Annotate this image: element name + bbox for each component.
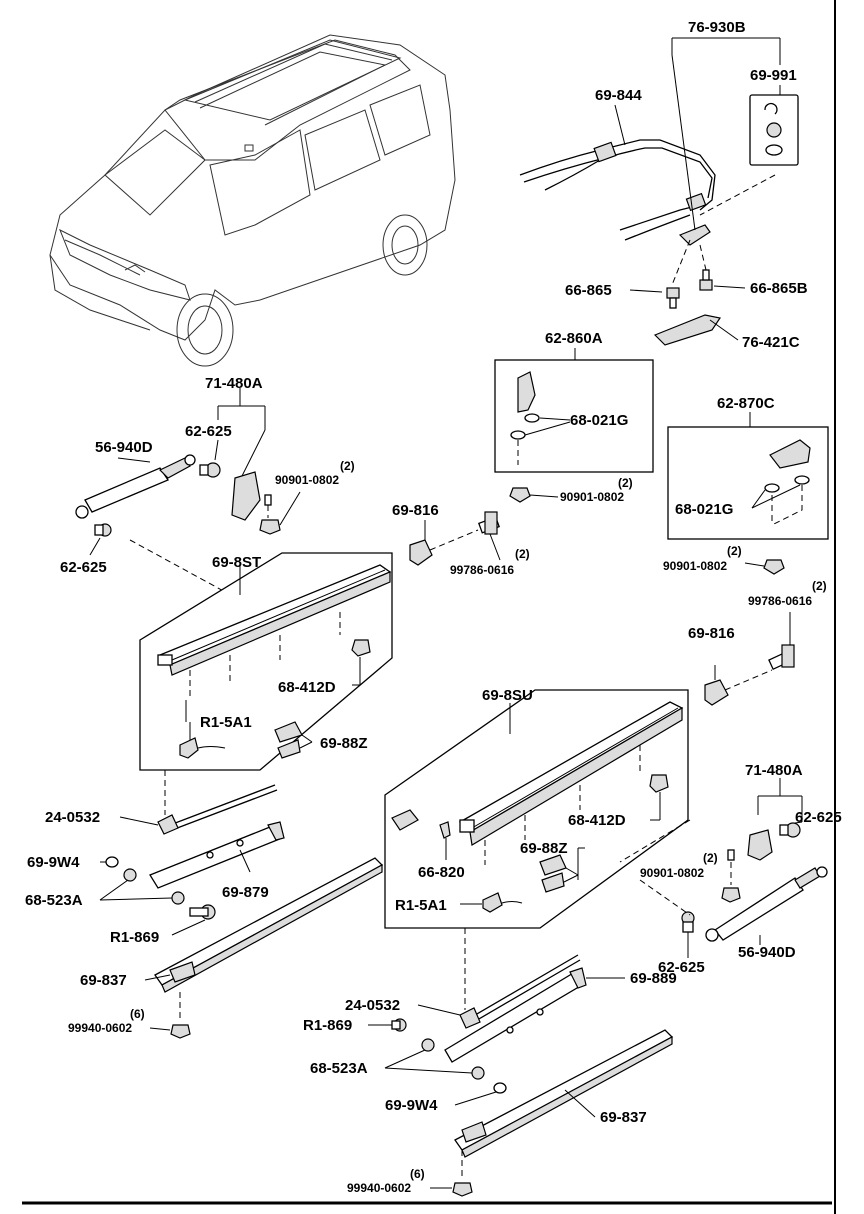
part-62-860A-box bbox=[494, 348, 654, 503]
label-76-421C: 76-421C bbox=[742, 334, 800, 351]
label-68-523A-b: 68-523A bbox=[310, 1060, 368, 1077]
roof-rail-group bbox=[519, 37, 799, 346]
hinge-group-upper bbox=[75, 388, 301, 601]
label-90901-0802-d: 90901-0802 bbox=[640, 866, 704, 880]
label-71-480A-b: 71-480A bbox=[745, 762, 803, 779]
label-62-860A: 62-860A bbox=[545, 330, 603, 347]
label-90901-0802-b: 90901-0802 bbox=[663, 559, 727, 573]
label-69-837-a: 69-837 bbox=[80, 972, 127, 989]
hinge-group-lower bbox=[639, 778, 828, 958]
label-62-625-d: 62-625 bbox=[658, 959, 705, 976]
label-66-820: 66-820 bbox=[418, 864, 465, 881]
label-71-480A-a: 71-480A bbox=[205, 375, 263, 392]
qty-99940-0602-a: (6) bbox=[130, 1007, 145, 1021]
part-69-816-upper bbox=[409, 511, 501, 566]
label-99940-0602-a: 99940-0602 bbox=[68, 1021, 132, 1035]
label-68-021G-a: 68-021G bbox=[570, 412, 628, 429]
qty-90901-0802-b: (2) bbox=[727, 544, 742, 558]
part-69-8ST-box bbox=[139, 552, 393, 815]
label-69-844: 69-844 bbox=[595, 87, 642, 104]
label-66-865B: 66-865B bbox=[750, 280, 808, 297]
regulator-group-right bbox=[368, 954, 674, 1197]
label-R1-869-a: R1-869 bbox=[110, 929, 159, 946]
label-68-412D-a: 68-412D bbox=[278, 679, 336, 696]
label-62-625-c: 62-625 bbox=[795, 809, 842, 826]
qty-99786-0616-a: (2) bbox=[515, 547, 530, 561]
label-90901-0802-a: 90901-0802 bbox=[560, 490, 624, 504]
label-99940-0602-b: 99940-0602 bbox=[347, 1181, 411, 1195]
label-62-870C: 62-870C bbox=[717, 395, 775, 412]
label-24-0532-a: 24-0532 bbox=[45, 809, 100, 826]
label-69-816-b: 69-816 bbox=[688, 625, 735, 642]
label-R1-5A1-a: R1-5A1 bbox=[200, 714, 252, 731]
qty-99786-0616-b: (2) bbox=[812, 579, 827, 593]
label-69-889: 69-889 bbox=[630, 970, 677, 987]
label-24-0532-b: 24-0532 bbox=[345, 997, 400, 1014]
label-69-879: 69-879 bbox=[222, 884, 269, 901]
label-62-625-b: 62-625 bbox=[60, 559, 107, 576]
label-56-940D-a: 56-940D bbox=[95, 439, 153, 456]
label-69-9W4-b: 69-9W4 bbox=[385, 1097, 438, 1114]
label-99786-0616-b: 99786-0616 bbox=[748, 594, 812, 608]
label-69-88Z-a: 69-88Z bbox=[320, 735, 368, 752]
qty-90901-0802-c: (2) bbox=[340, 459, 355, 473]
label-66-865: 66-865 bbox=[565, 282, 612, 299]
label-76-930B: 76-930B bbox=[688, 19, 746, 36]
label-56-940D-b: 56-940D bbox=[738, 944, 796, 961]
label-R1-869-b: R1-869 bbox=[303, 1017, 352, 1034]
label-69-88Z-b: 69-88Z bbox=[520, 840, 568, 857]
qty-99940-0602-b: (6) bbox=[410, 1167, 425, 1181]
regulator-group-left bbox=[99, 784, 384, 1039]
label-R1-5A1-b: R1-5A1 bbox=[395, 897, 447, 914]
label-99786-0616-a: 99786-0616 bbox=[450, 563, 514, 577]
part-69-816-lower bbox=[704, 612, 795, 706]
label-68-412D-b: 68-412D bbox=[568, 812, 626, 829]
label-68-021G-b: 68-021G bbox=[675, 501, 733, 518]
label-69-8ST: 69-8ST bbox=[212, 554, 261, 571]
label-69-837-b: 69-837 bbox=[600, 1109, 647, 1126]
vehicle-illustration bbox=[49, 34, 456, 367]
label-69-9W4-a: 69-9W4 bbox=[27, 854, 80, 871]
qty-90901-0802-d: (2) bbox=[703, 851, 718, 865]
qty-90901-0802-a: (2) bbox=[618, 476, 633, 490]
part-62-870C-box bbox=[667, 412, 829, 575]
label-68-523A-a: 68-523A bbox=[25, 892, 83, 909]
label-62-625-a: 62-625 bbox=[185, 423, 232, 440]
part-69-8SU-box bbox=[384, 689, 691, 1010]
label-69-991: 69-991 bbox=[750, 67, 797, 84]
label-90901-0802-c: 90901-0802 bbox=[275, 473, 339, 487]
label-69-816-a: 69-816 bbox=[392, 502, 439, 519]
label-69-8SU: 69-8SU bbox=[482, 687, 533, 704]
